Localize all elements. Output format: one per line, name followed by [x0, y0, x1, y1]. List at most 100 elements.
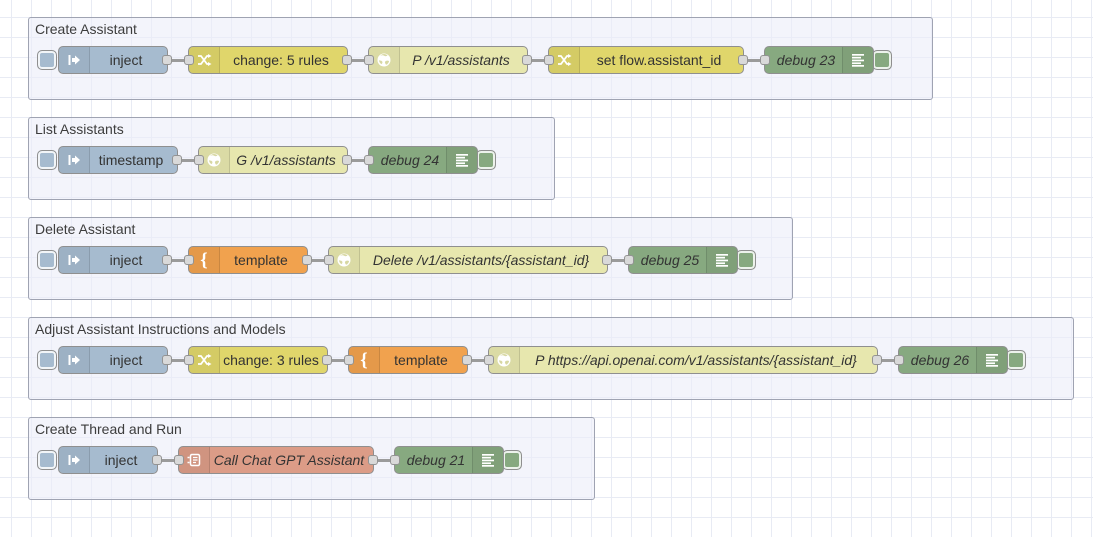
output-port[interactable]: [162, 255, 172, 265]
output-port[interactable]: [162, 55, 172, 65]
debug-toggle-button[interactable]: [502, 450, 522, 470]
wire[interactable]: [166, 58, 190, 62]
globe-icon: [489, 347, 520, 373]
node-template[interactable]: { template: [184, 246, 312, 274]
input-port[interactable]: [324, 255, 334, 265]
debug-toggle-button[interactable]: [476, 150, 496, 170]
debug-list-icon: [976, 347, 1007, 373]
globe-icon: [199, 147, 230, 173]
node-label: Call Chat GPT Assistant: [213, 452, 365, 468]
wire[interactable]: [876, 358, 900, 362]
node-change[interactable]: change: 5 rules: [184, 46, 352, 74]
node-inject[interactable]: inject: [58, 46, 172, 74]
node-label: debug 26: [910, 352, 970, 368]
subflow-icon: [179, 447, 210, 473]
output-port[interactable]: [522, 55, 532, 65]
node-change[interactable]: change: 3 rules: [184, 346, 332, 374]
input-port[interactable]: [624, 255, 634, 265]
input-port[interactable]: [184, 355, 194, 365]
inject-arrow-icon: [59, 347, 90, 373]
output-port[interactable]: [342, 155, 352, 165]
output-port[interactable]: [368, 455, 378, 465]
output-port[interactable]: [162, 355, 172, 365]
node-change[interactable]: set flow.assistant_id: [544, 46, 748, 74]
node-http-request[interactable]: P https://api.openai.com/v1/assistants/{…: [484, 346, 882, 374]
wire[interactable]: [346, 158, 370, 162]
wire[interactable]: [166, 258, 190, 262]
output-port[interactable]: [738, 55, 748, 65]
debug-toggle-button[interactable]: [1006, 350, 1026, 370]
node-label: Delete /v1/assistants/{assistant_id}: [372, 252, 590, 268]
node-inject[interactable]: inject: [58, 246, 172, 274]
group-label: Delete Assistant: [35, 221, 136, 237]
wire[interactable]: [306, 258, 330, 262]
wire[interactable]: [606, 258, 630, 262]
globe-icon: [369, 47, 400, 73]
shuffle-icon: [189, 47, 220, 73]
output-port[interactable]: [152, 455, 162, 465]
node-http-request[interactable]: Delete /v1/assistants/{assistant_id}: [324, 246, 612, 274]
inject-arrow-icon: [59, 47, 90, 73]
shuffle-icon: [189, 347, 220, 373]
inject-button[interactable]: [37, 250, 57, 270]
node-inject[interactable]: timestamp: [58, 146, 182, 174]
node-debug[interactable]: debug 26: [894, 346, 1008, 374]
wire[interactable]: [372, 458, 396, 462]
input-port[interactable]: [544, 55, 554, 65]
wire[interactable]: [176, 158, 200, 162]
node-subflow[interactable]: Call Chat GPT Assistant: [174, 446, 378, 474]
input-port[interactable]: [364, 155, 374, 165]
shuffle-icon: [549, 47, 580, 73]
input-port[interactable]: [390, 455, 400, 465]
node-debug[interactable]: debug 21: [390, 446, 504, 474]
wire[interactable]: [346, 58, 370, 62]
output-port[interactable]: [462, 355, 472, 365]
node-label: change: 5 rules: [233, 52, 329, 68]
wire[interactable]: [526, 58, 550, 62]
node-debug[interactable]: debug 25: [624, 246, 738, 274]
output-port[interactable]: [302, 255, 312, 265]
wire[interactable]: [326, 358, 350, 362]
inject-button[interactable]: [37, 350, 57, 370]
debug-toggle-button[interactable]: [872, 50, 892, 70]
input-port[interactable]: [184, 255, 194, 265]
inject-button[interactable]: [37, 50, 57, 70]
output-port[interactable]: [602, 255, 612, 265]
debug-toggle-button[interactable]: [736, 250, 756, 270]
output-port[interactable]: [322, 355, 332, 365]
inject-button[interactable]: [37, 450, 57, 470]
input-port[interactable]: [344, 355, 354, 365]
group-label: Create Thread and Run: [35, 421, 182, 437]
input-port[interactable]: [364, 55, 374, 65]
node-http-request[interactable]: P /v1/assistants: [364, 46, 532, 74]
input-port[interactable]: [894, 355, 904, 365]
input-port[interactable]: [194, 155, 204, 165]
node-http-request[interactable]: G /v1/assistants: [194, 146, 352, 174]
node-label: inject: [109, 52, 143, 68]
node-label: template: [234, 252, 288, 268]
node-debug[interactable]: debug 23: [760, 46, 874, 74]
input-port[interactable]: [174, 455, 184, 465]
input-port[interactable]: [760, 55, 770, 65]
node-template[interactable]: { template: [344, 346, 472, 374]
node-label: P /v1/assistants: [412, 52, 510, 68]
node-label: debug 25: [640, 252, 700, 268]
group-label: Adjust Assistant Instructions and Models: [35, 321, 286, 337]
wire[interactable]: [742, 58, 766, 62]
output-port[interactable]: [872, 355, 882, 365]
output-port[interactable]: [172, 155, 182, 165]
node-label: inject: [109, 352, 143, 368]
wire[interactable]: [156, 458, 180, 462]
wire[interactable]: [166, 358, 190, 362]
globe-icon: [329, 247, 360, 273]
input-port[interactable]: [484, 355, 494, 365]
node-debug[interactable]: debug 24: [364, 146, 478, 174]
node-inject[interactable]: inject: [58, 346, 172, 374]
wire[interactable]: [466, 358, 490, 362]
inject-arrow-icon: [59, 147, 90, 173]
node-inject[interactable]: inject: [58, 446, 162, 474]
input-port[interactable]: [184, 55, 194, 65]
output-port[interactable]: [342, 55, 352, 65]
inject-button[interactable]: [37, 150, 57, 170]
